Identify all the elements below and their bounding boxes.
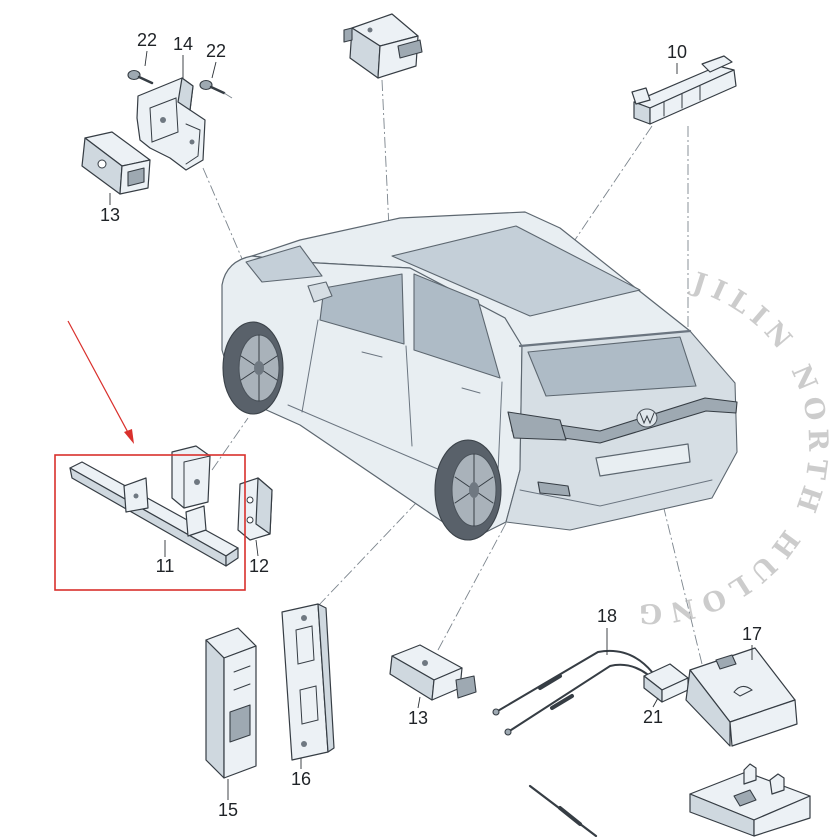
part-13-top-module — [81, 131, 151, 195]
vehicle-side-mirror — [307, 281, 333, 303]
part-12 — [237, 477, 273, 541]
part-21-connector — [643, 663, 689, 703]
vehicle-rear-window — [527, 336, 697, 397]
callout-14: 14 — [173, 34, 193, 54]
vehicle-logo — [636, 408, 658, 428]
callout-10: 10 — [667, 42, 687, 62]
vehicle-front-side-window — [319, 273, 405, 345]
part-13-bottom-module — [389, 644, 477, 701]
callout-18: 18 — [597, 606, 617, 626]
callouts: 22 14 22 13 10 11 12 15 16 13 18 21 17 — [100, 30, 762, 820]
part-16 — [281, 603, 335, 761]
callout-22-left: 22 — [137, 30, 157, 50]
callout-13-top: 13 — [100, 205, 120, 225]
part-22-screw-right — [199, 79, 233, 99]
vehicle — [221, 211, 738, 541]
callout-21: 21 — [643, 707, 663, 727]
part-17-housing — [689, 763, 811, 837]
vehicle-panoramic-roof — [391, 225, 641, 317]
vehicle-rear-bumper — [519, 479, 713, 507]
callout-13-bottom: 13 — [408, 708, 428, 728]
part-14-bracket — [136, 77, 206, 171]
vehicle-windshield — [245, 245, 323, 283]
vehicle-spoiler — [518, 329, 692, 348]
vehicle-license-plate — [595, 443, 691, 477]
part-11 — [69, 445, 239, 567]
part-15 — [205, 627, 257, 779]
callout-leaders — [109, 50, 753, 800]
callout-15: 15 — [218, 800, 238, 820]
part-22-screw-left — [127, 69, 154, 85]
highlight-arrow — [67, 320, 134, 444]
part-18-antenna-cables — [492, 650, 659, 736]
vehicle-rear-side-window — [413, 273, 501, 379]
highlight-box — [54, 454, 246, 591]
callout-16: 16 — [291, 769, 311, 789]
part-10 — [631, 55, 737, 125]
callout-22-right: 22 — [206, 41, 226, 61]
vehicle-rear-wheel — [434, 439, 502, 541]
vehicle-reflector — [537, 481, 571, 497]
callout-12: 12 — [249, 556, 269, 576]
vehicle-taillight-left — [507, 411, 567, 441]
callout-17: 17 — [742, 624, 762, 644]
part-roof-module — [343, 13, 423, 79]
vehicle-front-wheel — [222, 321, 284, 415]
part-17-module — [685, 647, 798, 747]
part-rod-antenna — [528, 784, 598, 837]
callout-11: 11 — [156, 556, 175, 576]
